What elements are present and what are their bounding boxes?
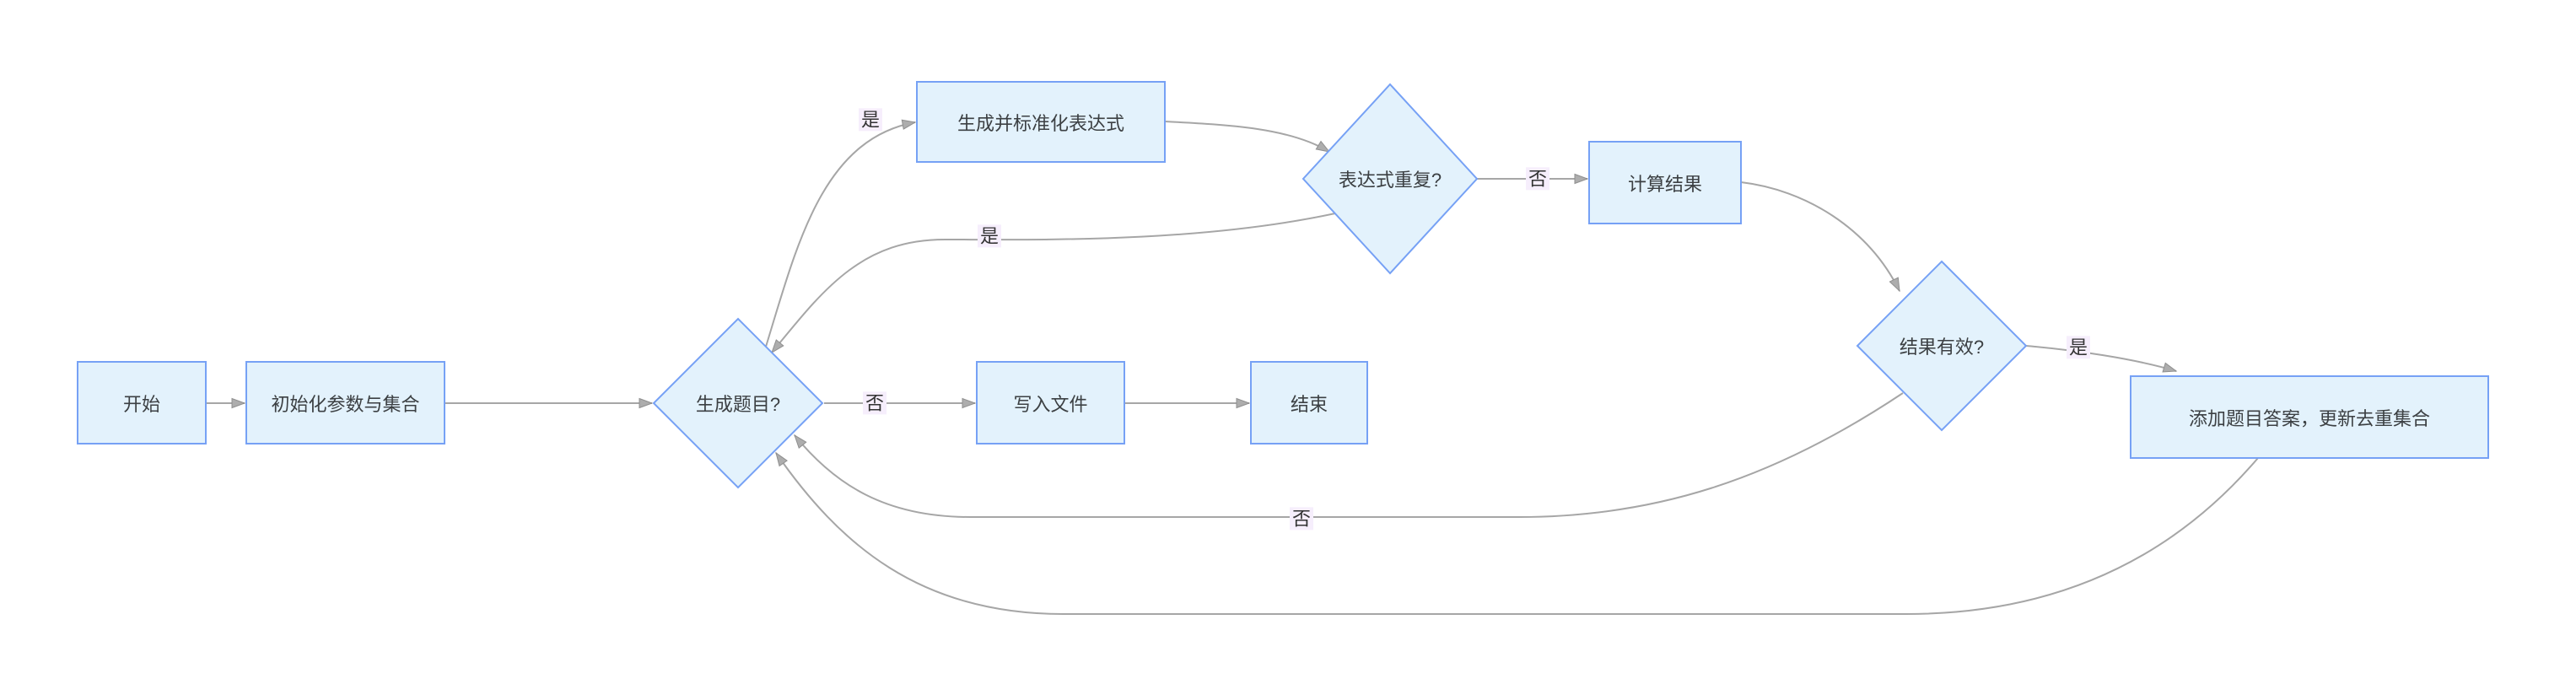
- edge-label-valid-to-gen: 否: [1289, 507, 1314, 531]
- edge-gen-to-expr: [765, 119, 917, 348]
- node-expr[interactable]: [916, 81, 1166, 163]
- edge-valid-to-add: [2025, 345, 2178, 373]
- node-label-add[interactable]: 添加题目答案，更新去重集合: [2188, 407, 2431, 429]
- node-label-write[interactable]: 写入文件: [1013, 393, 1088, 415]
- node-valid[interactable]: [1856, 260, 2028, 432]
- node-start[interactable]: [77, 361, 207, 444]
- edge-calc-to-valid: [1740, 181, 1900, 293]
- edge-label-dup-to-calc: 否: [1525, 167, 1550, 191]
- node-label-end[interactable]: 结束: [1290, 393, 1328, 415]
- node-end[interactable]: [1250, 361, 1368, 444]
- node-label-init[interactable]: 初始化参数与集合: [271, 393, 420, 415]
- node-label-valid[interactable]: 结果有效?: [1899, 337, 1985, 358]
- node-label-start[interactable]: 开始: [122, 393, 161, 415]
- node-label-expr[interactable]: 生成并标准化表达式: [957, 112, 1125, 134]
- node-label-dup[interactable]: 表达式重复?: [1338, 170, 1442, 191]
- edge-label-gen-to-write: 否: [862, 391, 887, 415]
- edges-layer: [206, 119, 2259, 615]
- node-gen[interactable]: [652, 317, 824, 489]
- edge-label-dup-to-gen: 是: [977, 224, 1002, 248]
- edge-valid-to-gen: [794, 392, 1904, 518]
- node-label-gen[interactable]: 生成题目?: [695, 394, 781, 415]
- edge-expr-to-dup: [1164, 121, 1331, 153]
- edge-label-gen-to-expr: 是: [858, 108, 883, 132]
- edge-dup-to-gen: [771, 213, 1336, 354]
- node-dup[interactable]: [1301, 83, 1479, 275]
- edge-label-valid-to-add: 是: [2066, 336, 2091, 359]
- node-calc[interactable]: [1588, 141, 1742, 224]
- node-init[interactable]: [245, 361, 445, 444]
- nodes-layer: [77, 81, 2489, 489]
- node-write[interactable]: [976, 361, 1125, 444]
- edge-add-to-gen: [775, 451, 2259, 615]
- node-label-calc[interactable]: 计算结果: [1627, 173, 1703, 195]
- node-add[interactable]: [2130, 375, 2489, 459]
